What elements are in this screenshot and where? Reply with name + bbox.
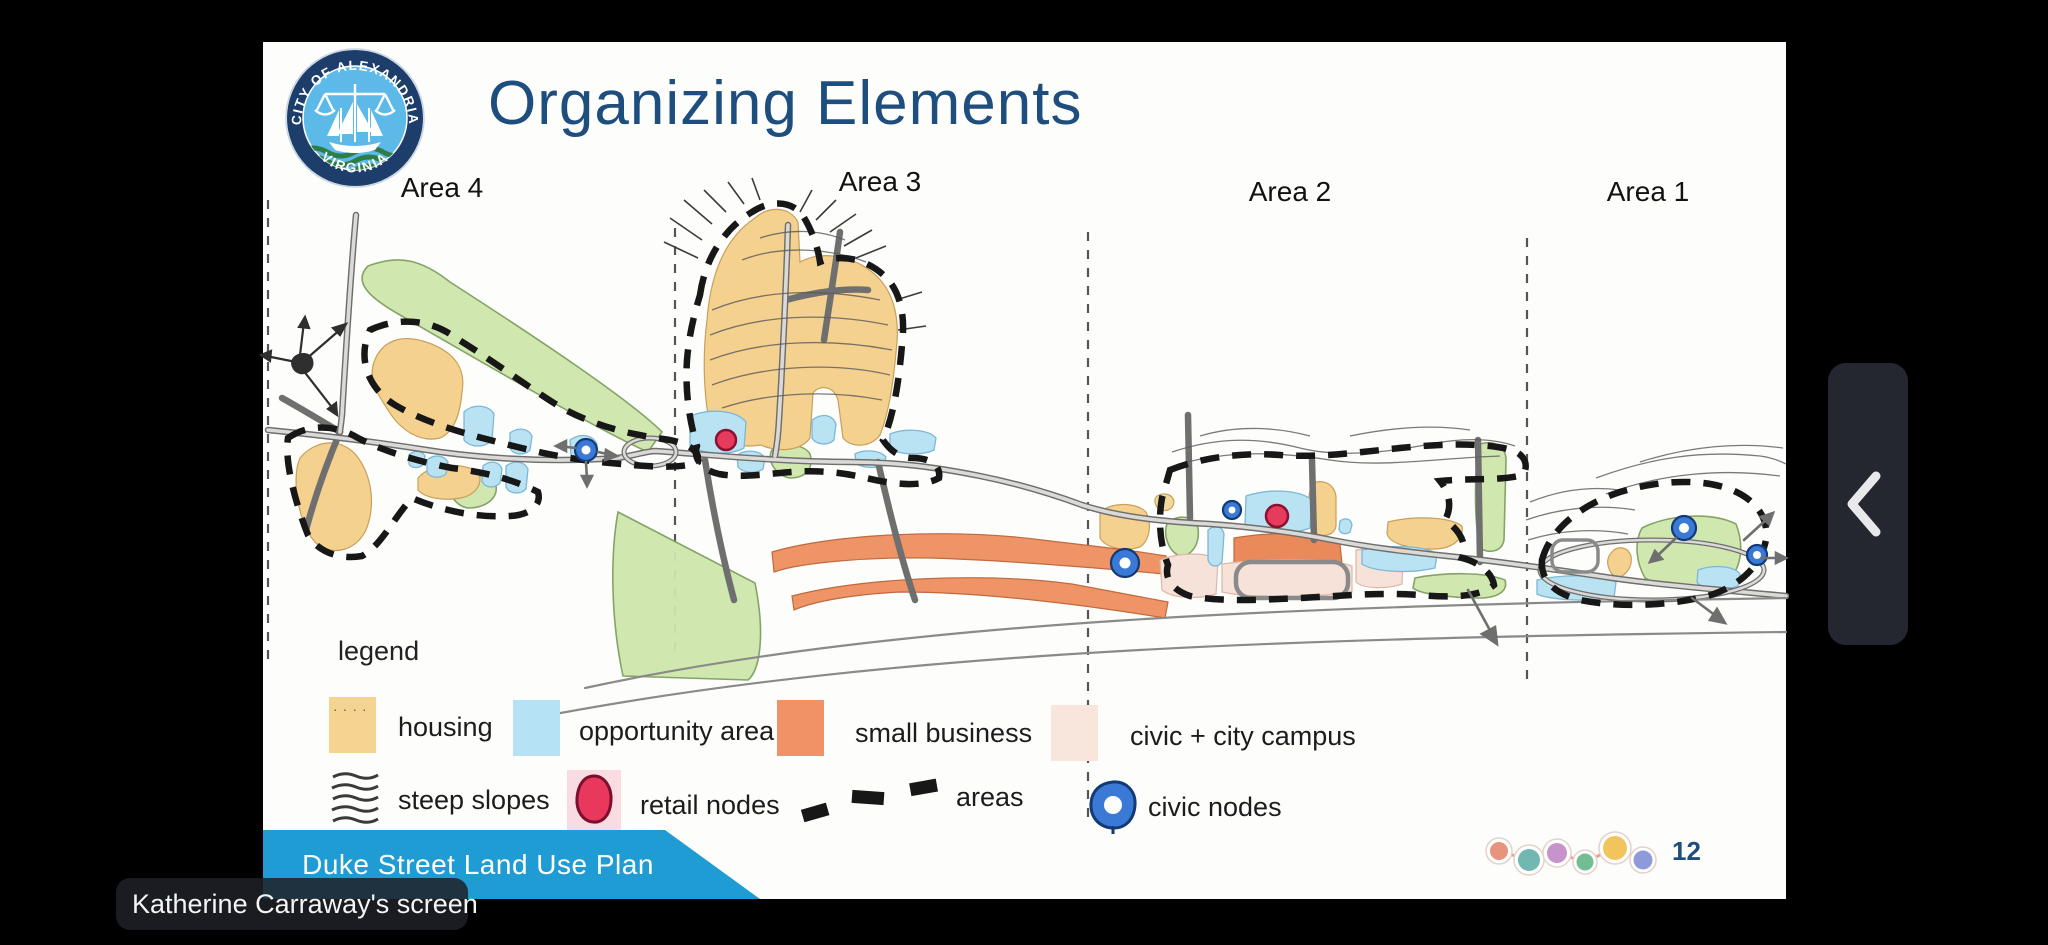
previous-slide-button[interactable]: [1828, 363, 1908, 645]
progress-dot: [1576, 853, 1594, 871]
areas-label: areas: [956, 782, 1024, 812]
page-title: Organizing Elements: [488, 69, 1083, 138]
area-dash-icon: [800, 778, 939, 823]
retail-nodes-label: retail nodes: [640, 790, 780, 820]
legend-title: legend: [338, 636, 420, 666]
housing-swatch: ····: [329, 697, 376, 753]
retail-node-icon: [567, 770, 621, 830]
progress-dot: [1603, 836, 1627, 860]
progress-dot: [1490, 842, 1508, 860]
civic-campus-label: civic + city campus: [1130, 721, 1356, 751]
civic-node-icon: [1089, 780, 1137, 834]
screen-share-label: Katherine Carraway's screen: [116, 878, 478, 930]
steep-slopes-icon: [331, 772, 379, 824]
steep-slopes-label: steep slopes: [398, 785, 550, 815]
progress-dots: [1485, 831, 1657, 876]
opportunity-area-swatch: [513, 700, 560, 756]
seal-scales-icon: [314, 84, 396, 116]
civic-campus-swatch: [1051, 705, 1098, 761]
chevron-left-icon: [1847, 471, 1881, 537]
progress-dot: [1547, 843, 1567, 863]
footer-banner-text: Duke Street Land Use Plan: [302, 848, 654, 880]
page-number: 12: [1672, 836, 1701, 866]
civic-nodes-label: civic nodes: [1148, 792, 1282, 822]
area-3-label: Area 3: [838, 166, 922, 197]
small-business-swatch: [777, 700, 824, 756]
housing-label: housing: [398, 712, 493, 742]
progress-dot: [1518, 849, 1540, 871]
screen-share-label-text: Katherine Carraway's screen: [132, 888, 478, 919]
opportunity-area-label: opportunity area: [579, 716, 775, 746]
area-4-label: Area 4: [400, 172, 484, 203]
small-business-label: small business: [855, 718, 1033, 748]
area-2-label: Area 2: [1248, 176, 1332, 207]
presentation-slide: [263, 42, 1786, 899]
area-1-label: Area 1: [1606, 176, 1690, 207]
progress-dot: [1633, 850, 1653, 870]
city-of-alexandria-seal: CITY OF ALEXANDRIA VIRGINIA: [285, 48, 425, 188]
